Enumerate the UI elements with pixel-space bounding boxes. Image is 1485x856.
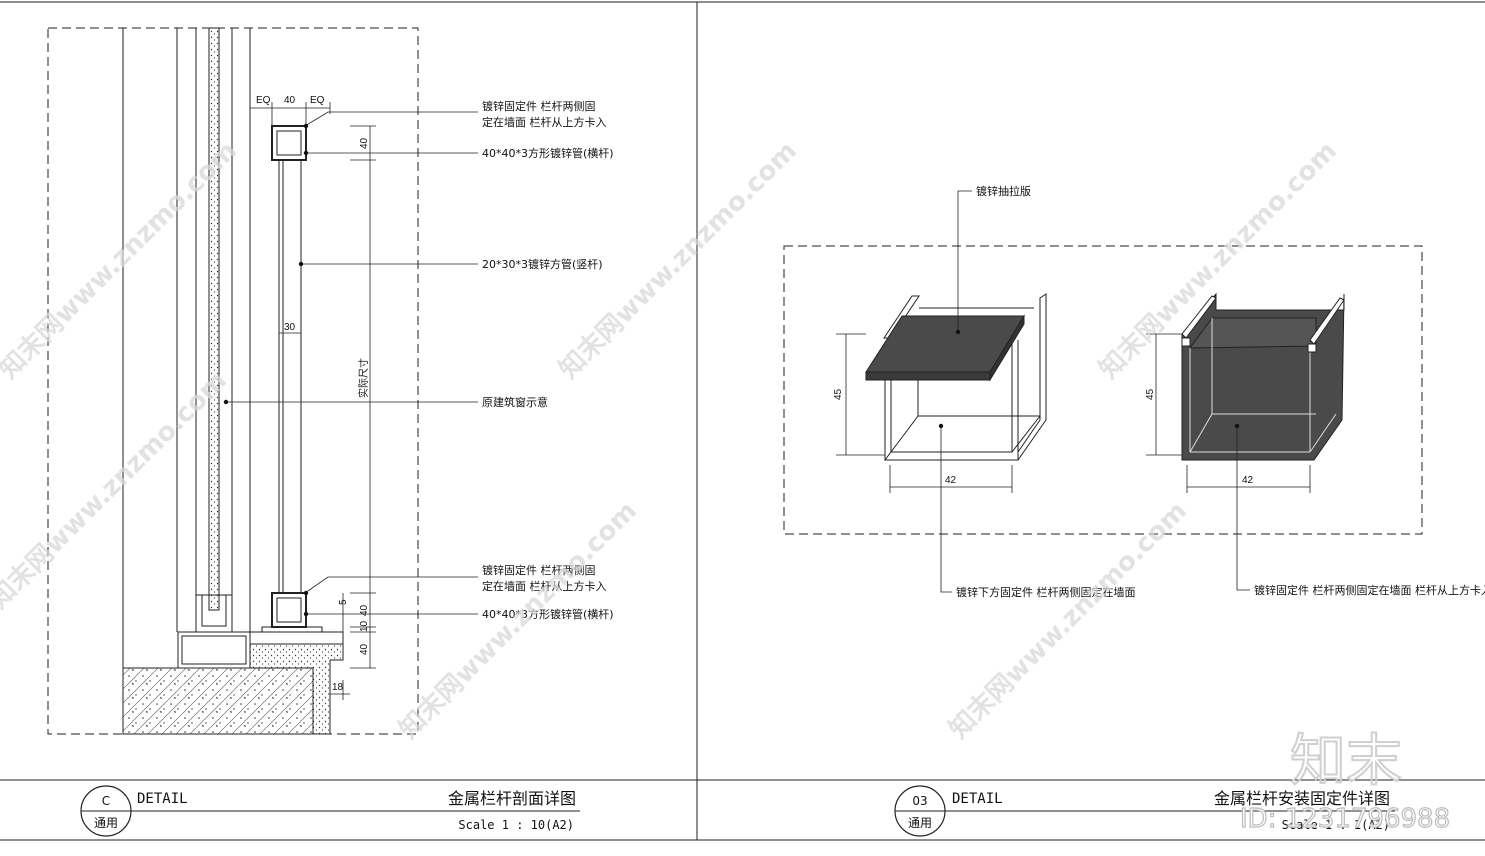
dim-h2: 45 [1145, 388, 1156, 400]
dim-10: 10 [359, 620, 370, 632]
label-window: 原建筑窗示意 [482, 395, 548, 409]
dim-top-40: 40 [359, 137, 370, 149]
label-fixing-bottom-2: 定在墙面 栏杆从上方卡入 [482, 579, 607, 593]
watermark-text: 知末网www.znzmo.com [0, 136, 243, 385]
dimension-lines [249, 102, 376, 700]
detail-tag: 通用 [908, 816, 932, 830]
watermarks: 知末网www.znzmo.com 知末网www.znzmo.com 知末网www… [0, 136, 1343, 745]
left-title-block: C 通用 DETAIL 金属栏杆剖面详图 Scale 1 : 10(A2) [80, 785, 580, 837]
right-title-block: 03 通用 DETAIL 金属栏杆安装固定件详图 Scale 1 : 1(A2) [894, 785, 1395, 837]
right-dashed-boundary [783, 245, 1423, 535]
detail-code: 03 [912, 794, 927, 808]
dim-18: 18 [332, 682, 344, 693]
label-fixing: 镀锌固定件 栏杆两侧固定在墙面 栏杆从上方卡入 [1254, 583, 1485, 597]
watermark-logo: 知末 [1290, 729, 1402, 794]
dim-40-a: 40 [359, 604, 370, 616]
dim-40-b: 40 [359, 643, 370, 655]
sill-top-layer [249, 631, 344, 645]
leader-dots [223, 123, 309, 617]
left-section-detail: EQ 40 EQ 30 40 实际尺寸 5 40 10 40 18 镀锌固定件 … [47, 27, 614, 837]
pull-plate [865, 314, 1025, 382]
label-tube-bottom: 40*40*3方形镀锌管(横杆) [482, 607, 614, 621]
watermark-text: 知末网www.znzmo.com [0, 366, 233, 615]
dim-actual-size: 实际尺寸 [357, 358, 370, 398]
railing-assembly [271, 125, 307, 628]
detail-word: DETAIL [137, 791, 188, 807]
detail-title: 金属栏杆安装固定件详图 [1214, 789, 1390, 808]
detail-tag: 通用 [94, 816, 118, 830]
label-fixing-bottom-1: 镀锌固定件 栏杆两侧固 [482, 563, 596, 577]
wall-outline [122, 28, 251, 668]
right-leader-lines [940, 190, 1250, 593]
detail-scale: Scale 1 : 1(A2) [1282, 818, 1390, 832]
label-vertical-tube: 20*30*3镀锌方管(竖杆) [482, 257, 603, 271]
right-fixing-detail: 45 42 45 42 镀锌抽拉版 镀锌下方固定件 栏杆两侧固定在墙面 镀锌固定… [783, 184, 1485, 837]
detail-code: C [102, 794, 110, 808]
watermark-text: 知末网www.znzmo.com [944, 496, 1193, 745]
dim-w1: 42 [945, 475, 957, 486]
dim-30-width: 30 [284, 322, 296, 333]
right-leader-dots [938, 329, 1240, 429]
detail-scale: Scale 1 : 10(A2) [458, 818, 574, 832]
dim-h1: 45 [833, 388, 844, 400]
concrete-slab [122, 667, 314, 735]
dim-40-width: 40 [284, 95, 296, 106]
leader-lines [226, 111, 478, 615]
fixing-bracket [1181, 292, 1345, 461]
right-dimension-lines [836, 333, 1311, 493]
label-plate: 镀锌抽拉版 [976, 184, 1031, 198]
label-lower-fixing: 镀锌下方固定件 栏杆两侧固定在墙面 [956, 585, 1136, 599]
detail-word: DETAIL [952, 791, 1003, 807]
watermark-id: ID: 1231796988 [1240, 804, 1450, 834]
dim-w2: 42 [1242, 475, 1254, 486]
dim-5: 5 [338, 599, 349, 605]
label-fixing-top-1: 镀锌固定件 栏杆两侧固 [482, 99, 596, 113]
detail-title: 金属栏杆剖面详图 [448, 789, 576, 808]
window-glass [208, 27, 220, 611]
dim-eq-left: EQ [256, 95, 271, 106]
dim-eq-right: EQ [310, 95, 325, 106]
label-fixing-top-2: 定在墙面 栏杆从上方卡入 [482, 115, 607, 129]
label-tube-top: 40*40*3方形镀锌管(横杆) [482, 146, 614, 160]
